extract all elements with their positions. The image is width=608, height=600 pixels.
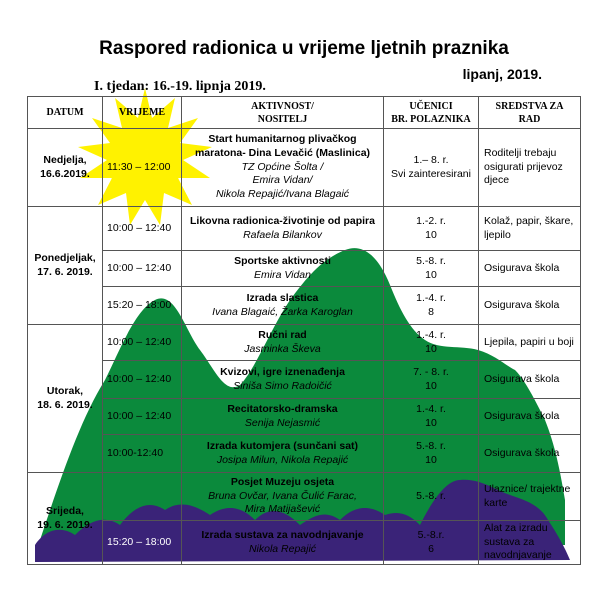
students-cell: 7. - 8. r.10 <box>383 360 479 399</box>
resources-cell: Alat za izradu sustava za navodnjavanje <box>478 520 581 565</box>
activity-cell: Start humanitarnog plivačkog maratona- D… <box>181 128 384 207</box>
resources-cell: Osigurava škola <box>478 360 581 399</box>
time-cell: 10:00 – 12:40 <box>102 250 182 287</box>
students-cell: 5.-8. r.10 <box>383 434 479 473</box>
page-title: Raspored radionica u vrijeme ljetnih pra… <box>99 38 509 59</box>
students-cell: 1.-4. r.10 <box>383 398 479 435</box>
table-row: 15:20 – 18:00 Izrada sustava za navodnja… <box>28 520 581 565</box>
students-cell: 1.-4. r.8 <box>383 286 479 325</box>
students-cell: 5.-8.r.6 <box>383 520 479 565</box>
resources-cell: Osigurava škola <box>478 398 581 435</box>
time-cell: 10:00 – 12:40 <box>102 324 182 361</box>
day-cell: Ponedjeljak,17. 6. 2019. <box>27 206 103 325</box>
activity-cell: Izrada kutomjera (sunčani sat)Josipa Mil… <box>181 434 384 473</box>
students-cell: 1.– 8. r.Svi zainteresirani <box>383 128 479 207</box>
table-row: 10:00-12:40 Izrada kutomjera (sunčani sa… <box>28 434 581 473</box>
students-cell: 5.-8. r.10 <box>383 250 479 287</box>
students-cell: 1.-2. r.10 <box>383 206 479 251</box>
table-row: Ponedjeljak,17. 6. 2019. 10:00 – 12:40 L… <box>27 206 581 325</box>
time-cell <box>102 472 182 521</box>
schedule-table: DATUM VRIJEME AKTIVNOST/NOSITELJ UČENICI… <box>27 96 581 565</box>
time-cell: 10:00 – 12:40 <box>102 206 182 251</box>
time-cell: 10:00-12:40 <box>102 434 182 473</box>
resources-cell: Osigurava škola <box>478 286 581 325</box>
time-cell: 11:30 – 12:00 <box>102 128 182 207</box>
resources-cell: Roditelji trebaju osigurati prijevoz dje… <box>478 128 581 207</box>
day-cell: Nedjelja,16.6.2019. <box>27 128 103 207</box>
resources-cell: Osigurava škola <box>478 250 581 287</box>
header-datum: DATUM <box>27 96 103 129</box>
resources-cell: Osigurava škola <box>478 434 581 473</box>
table-row: Nedjelja,16.6.2019. 11:30 – 12:00 Start … <box>27 128 581 207</box>
table-row: Srijeda,19. 6. 2019. Posjet Muzeju osjet… <box>27 472 581 565</box>
time-cell: 15:20 – 18:00 <box>102 520 182 565</box>
time-cell: 10:00 – 12:40 <box>102 360 182 399</box>
day-cell: Srijeda,19. 6. 2019. <box>27 472 103 565</box>
resources-cell: Kolaž, papir, škare, ljepilo <box>478 206 581 251</box>
header-aktivnost: AKTIVNOST/NOSITELJ <box>181 96 384 129</box>
day-cell: Utorak,18. 6. 2019. <box>27 324 103 473</box>
resources-cell: Ulaznice/ trajektne karte <box>478 472 581 521</box>
resources-cell: Ljepila, papiri u boji <box>478 324 581 361</box>
students-cell: 1.-4. r.10 <box>383 324 479 361</box>
students-cell: 5.-8. r. <box>383 472 479 521</box>
table-row: Utorak,18. 6. 2019. 10:00 – 12:40 Ručni … <box>27 324 581 473</box>
time-cell: 10:00 – 12:40 <box>102 398 182 435</box>
week-label: I. tjedan: 16.-19. lipnja 2019. <box>94 79 266 94</box>
header-vrijeme: VRIJEME <box>102 96 182 129</box>
header-row: DATUM VRIJEME AKTIVNOST/NOSITELJ UČENICI… <box>27 96 581 129</box>
date-label: lipanj, 2019. <box>462 66 542 82</box>
time-cell: 15:20 – 18:00 <box>102 286 182 325</box>
